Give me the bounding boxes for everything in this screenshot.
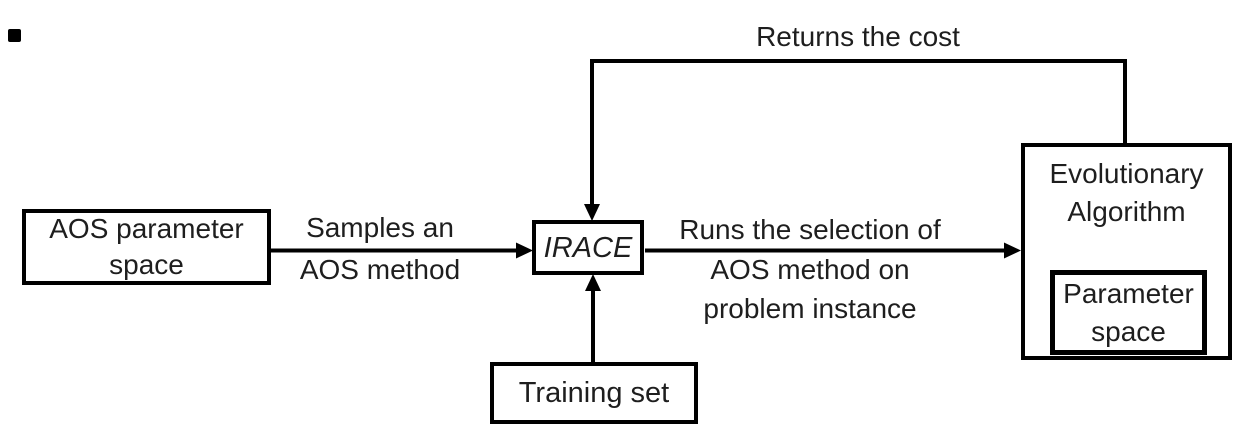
- returns-arrow: [584, 59, 1127, 221]
- samples-edge-label: AOS method: [299, 254, 461, 285]
- returns-arrowhead-icon: [584, 204, 600, 221]
- runs-edge-label: AOS method on: [710, 254, 910, 285]
- runs-edge-label: Runs the selection of: [679, 214, 941, 245]
- corner-mark: [8, 29, 21, 42]
- node-label: space: [1091, 315, 1166, 347]
- runs-arrowhead-icon: [1004, 242, 1021, 259]
- samples-edge-label: Samples an: [306, 212, 454, 243]
- node-label: Evolutionary: [1049, 158, 1204, 189]
- runs-edge-label: problem instance: [703, 293, 917, 324]
- runs-arrow: [645, 242, 1021, 259]
- node-label: Algorithm: [1067, 196, 1186, 227]
- node-label: Parameter: [1063, 277, 1194, 309]
- node-parameter-space: Parameter space: [1050, 270, 1207, 355]
- node-label: IRACE: [543, 231, 633, 264]
- training-arrowhead-icon: [585, 274, 601, 291]
- samples-arrow: [271, 242, 533, 259]
- node-label: Training set: [518, 377, 670, 409]
- node-label: AOS parameter: [49, 213, 244, 244]
- returns-edge-label: Returns the cost: [756, 21, 960, 52]
- node-training-set: Training set: [490, 362, 698, 424]
- node-label: space: [109, 249, 184, 280]
- samples-arrowhead-icon: [516, 242, 533, 259]
- node-aos-parameter-space: AOS parameter space: [22, 209, 271, 285]
- node-irace: IRACE: [532, 220, 644, 275]
- training-arrow: [585, 274, 601, 362]
